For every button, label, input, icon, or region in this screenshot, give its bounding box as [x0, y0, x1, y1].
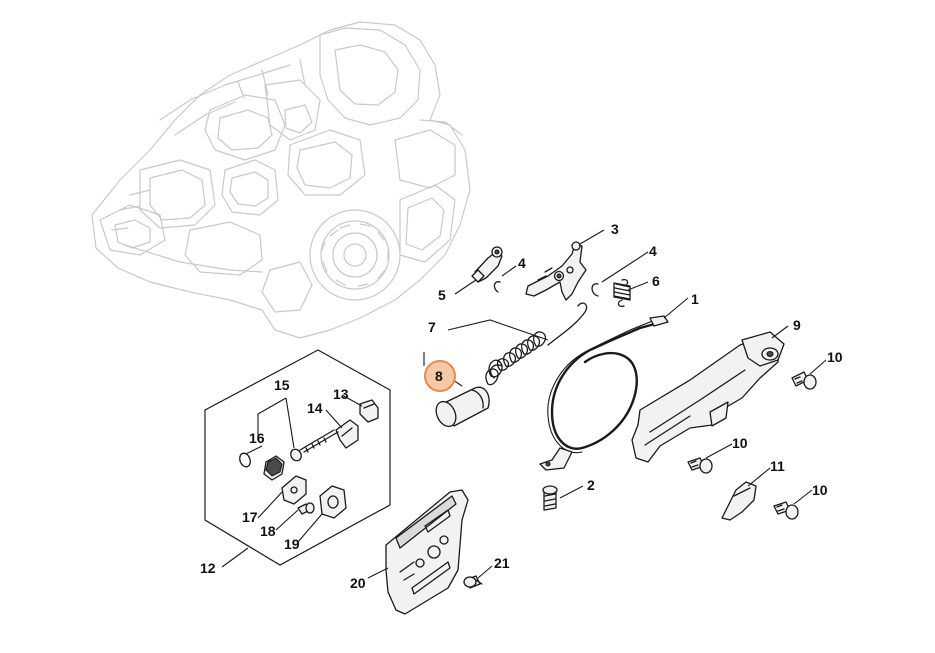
part-8-sleeve	[435, 386, 490, 428]
callout-labels: 1 2 3 4 4 5 6 7 8 9 10 10 10 11 12 13 14…	[200, 221, 843, 591]
part-21-screw	[463, 575, 483, 589]
callout-3[interactable]: 3	[611, 221, 619, 237]
callout-13[interactable]: 13	[333, 386, 349, 402]
part-13-cap	[359, 399, 379, 423]
part-11-chain-catcher	[721, 481, 757, 521]
oil-pump-subassembly-box	[204, 349, 391, 566]
callout-15[interactable]: 15	[274, 377, 290, 393]
part-5-lever	[471, 246, 503, 283]
callout-5[interactable]: 5	[438, 287, 446, 303]
callout-14[interactable]: 14	[307, 400, 323, 416]
callout-20[interactable]: 20	[350, 575, 366, 591]
part-1-brake-band	[539, 315, 669, 471]
part-4-clip-left	[493, 281, 501, 293]
callout-10c[interactable]: 10	[812, 482, 828, 498]
part-16-o-ring	[239, 452, 251, 468]
part-17-plate	[281, 475, 307, 505]
callout-10b[interactable]: 10	[732, 435, 748, 451]
callout-8[interactable]: 8	[435, 368, 443, 384]
part-10-screw-c	[773, 501, 799, 520]
callout-4a[interactable]: 4	[518, 255, 526, 271]
spring-coils	[485, 331, 547, 386]
part-4-clip-right	[591, 283, 599, 297]
callout-9[interactable]: 9	[793, 317, 801, 333]
callout-4b[interactable]: 4	[649, 243, 657, 259]
callout-19[interactable]: 19	[284, 536, 300, 552]
callout-11[interactable]: 11	[770, 458, 785, 474]
callout-6[interactable]: 6	[652, 273, 660, 289]
part-19-cover	[319, 485, 347, 519]
callout-2[interactable]: 2	[587, 477, 595, 493]
part-15-adjuster-screw	[290, 429, 339, 462]
callout-7[interactable]: 7	[428, 319, 436, 335]
part-15-worm-gear	[263, 455, 285, 481]
part-9-cover	[631, 331, 785, 463]
callout-18[interactable]: 18	[260, 523, 276, 539]
part-18-screw	[297, 502, 315, 515]
callout-10a[interactable]: 10	[827, 349, 843, 365]
part-6-spring	[613, 278, 631, 308]
callout-17[interactable]: 17	[242, 509, 258, 525]
part-10-screw-a	[791, 371, 817, 390]
part-3-brake-lever	[525, 241, 587, 301]
part-2-screw	[542, 485, 558, 511]
callout-21[interactable]: 21	[494, 555, 510, 571]
engine-housing-ghost	[91, 21, 471, 339]
part-20-guide-plate	[385, 489, 469, 615]
highlight-marker-8[interactable]	[424, 360, 456, 392]
part-7-spring	[485, 302, 588, 386]
callout-1[interactable]: 1	[691, 291, 699, 307]
callout-12[interactable]: 12	[200, 560, 216, 576]
leader-lines	[221, 229, 827, 579]
part-10-screw-b	[687, 457, 713, 474]
callout-16[interactable]: 16	[249, 430, 265, 446]
